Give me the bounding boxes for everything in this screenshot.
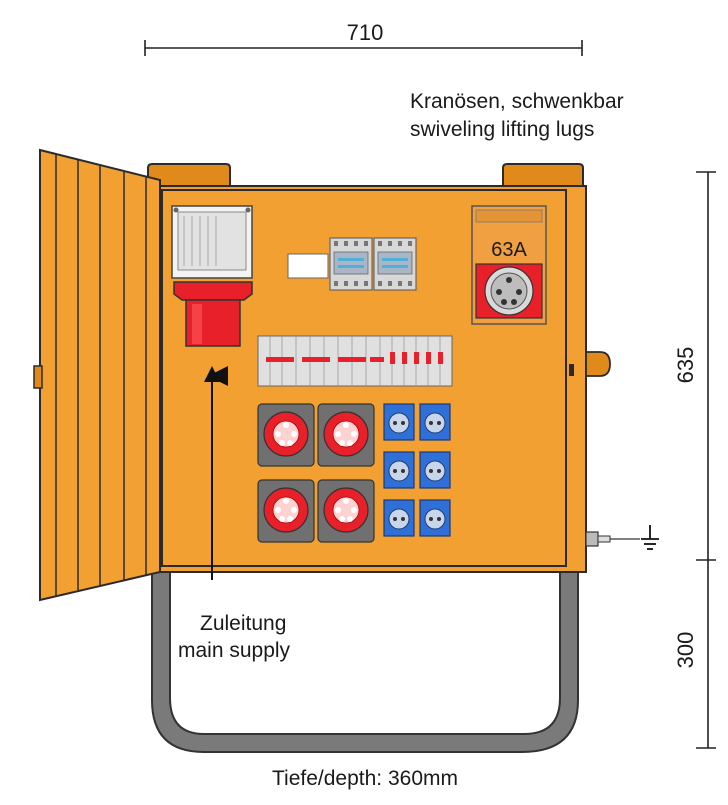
supply-label-en: main supply — [178, 639, 291, 662]
schuko-socket-1 — [383, 403, 415, 441]
cabinet-door — [33, 148, 161, 602]
schuko-socket-3 — [383, 451, 415, 489]
cee-socket-3 — [257, 479, 315, 543]
schuko-socket-4 — [419, 451, 451, 489]
mcb-breaker-row — [257, 335, 453, 387]
rcd-block — [287, 237, 417, 291]
width-dimension: 710 — [144, 20, 583, 56]
depth-label: Tiefe/depth: 360mm — [272, 767, 458, 790]
width-dimension-label: 710 — [347, 20, 384, 45]
cabinet-height-label: 635 — [673, 347, 698, 384]
cee-socket-1 — [257, 403, 315, 467]
schuko-socket-6 — [419, 499, 451, 537]
supply-label-de: Zuleitung — [200, 612, 286, 635]
door-latch — [33, 365, 43, 389]
cee-socket-2 — [317, 403, 375, 467]
ground-symbol-icon — [641, 525, 659, 550]
frame-height-label: 300 — [673, 632, 698, 669]
cee-socket-4 — [317, 479, 375, 543]
socket-rating-label: 63A — [491, 239, 527, 261]
main-supply-inlet — [171, 205, 253, 347]
ground-terminal — [585, 531, 640, 547]
stand-frame — [151, 559, 579, 753]
lifting-lugs-label-de: Kranösen, schwenkbar — [410, 90, 624, 113]
schuko-socket-2 — [419, 403, 451, 441]
height-dimension: 635 300 — [673, 171, 716, 749]
side-handle — [585, 351, 611, 377]
schuko-socket-5 — [383, 499, 415, 537]
socket-63a-panel: 63A — [471, 205, 547, 325]
lifting-lugs-label-en: swiveling lifting lugs — [410, 118, 594, 141]
